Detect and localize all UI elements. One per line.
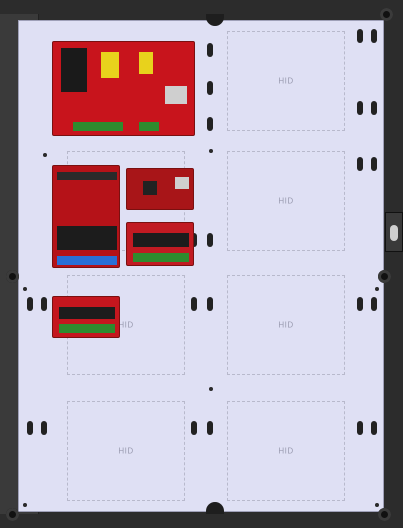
terminal-block (73, 122, 123, 131)
capacitor (139, 52, 153, 74)
mounting-hole (371, 29, 377, 43)
mounting-hole (371, 297, 377, 311)
rivet (375, 503, 379, 507)
corner-screw (380, 8, 393, 21)
small-module-board (52, 296, 120, 338)
hid-slot: HID (227, 275, 345, 375)
rivet (23, 503, 27, 507)
hid-slot: HID (227, 151, 345, 251)
mounting-hole (371, 101, 377, 115)
door-latch[interactable] (385, 212, 403, 252)
mounting-hole (27, 297, 33, 311)
ethernet-port (175, 177, 189, 189)
terminal-block (59, 324, 115, 333)
mounting-hole (191, 233, 197, 247)
mounting-hole (357, 297, 363, 311)
mounting-hole (207, 81, 213, 95)
corner-screw (6, 508, 19, 521)
mounting-hole (357, 101, 363, 115)
hid-slot: HID (227, 31, 345, 131)
mounting-hole (191, 297, 197, 311)
hid-slot: HID (67, 401, 185, 501)
mounting-hole (41, 421, 47, 435)
mounting-hole (371, 157, 377, 171)
terminal-block (57, 256, 117, 265)
ethernet-port (165, 86, 187, 104)
mounting-hole (41, 297, 47, 311)
mounting-hole (27, 421, 33, 435)
capacitor (101, 52, 119, 78)
enclosure-notch (206, 502, 224, 514)
hid-slot-label: HID (278, 76, 294, 86)
rivet (375, 287, 379, 291)
relay-bank (59, 307, 115, 319)
rivet (209, 149, 213, 153)
hid-slot-label: HID (118, 446, 134, 456)
mounting-hole (207, 421, 213, 435)
mounting-hole (207, 233, 213, 247)
mounting-hole (357, 421, 363, 435)
mounting-hole (207, 297, 213, 311)
mounting-hole (191, 421, 197, 435)
hid-slot-label: HID (278, 446, 294, 456)
hid-slot: HID (227, 401, 345, 501)
relay-output-board (52, 165, 120, 268)
hid-slot-label: HID (278, 196, 294, 206)
header-pins (57, 172, 117, 180)
corner-screw (378, 508, 391, 521)
terminal-block (139, 122, 159, 131)
input-module-board (126, 222, 194, 266)
latch-knob[interactable] (390, 225, 398, 241)
mounting-hole (357, 29, 363, 43)
rivet (209, 387, 213, 391)
rivet (43, 153, 47, 157)
hid-slot-label: HID (118, 320, 134, 330)
rivet (23, 287, 27, 291)
mounting-hole (357, 157, 363, 171)
relay-bank (133, 233, 189, 247)
enclosure-notch (206, 14, 224, 26)
relay-bank (57, 226, 117, 250)
chip (143, 181, 157, 195)
mounting-hole (371, 421, 377, 435)
power-supply-board (52, 41, 195, 136)
network-controller-board (126, 168, 194, 210)
mounting-hole (207, 43, 213, 57)
corner-screw (6, 270, 19, 283)
mounting-hole (207, 117, 213, 131)
corner-screw (378, 270, 391, 283)
terminal-block (133, 253, 189, 262)
transformer (61, 48, 87, 92)
hid-slot-label: HID (278, 320, 294, 330)
